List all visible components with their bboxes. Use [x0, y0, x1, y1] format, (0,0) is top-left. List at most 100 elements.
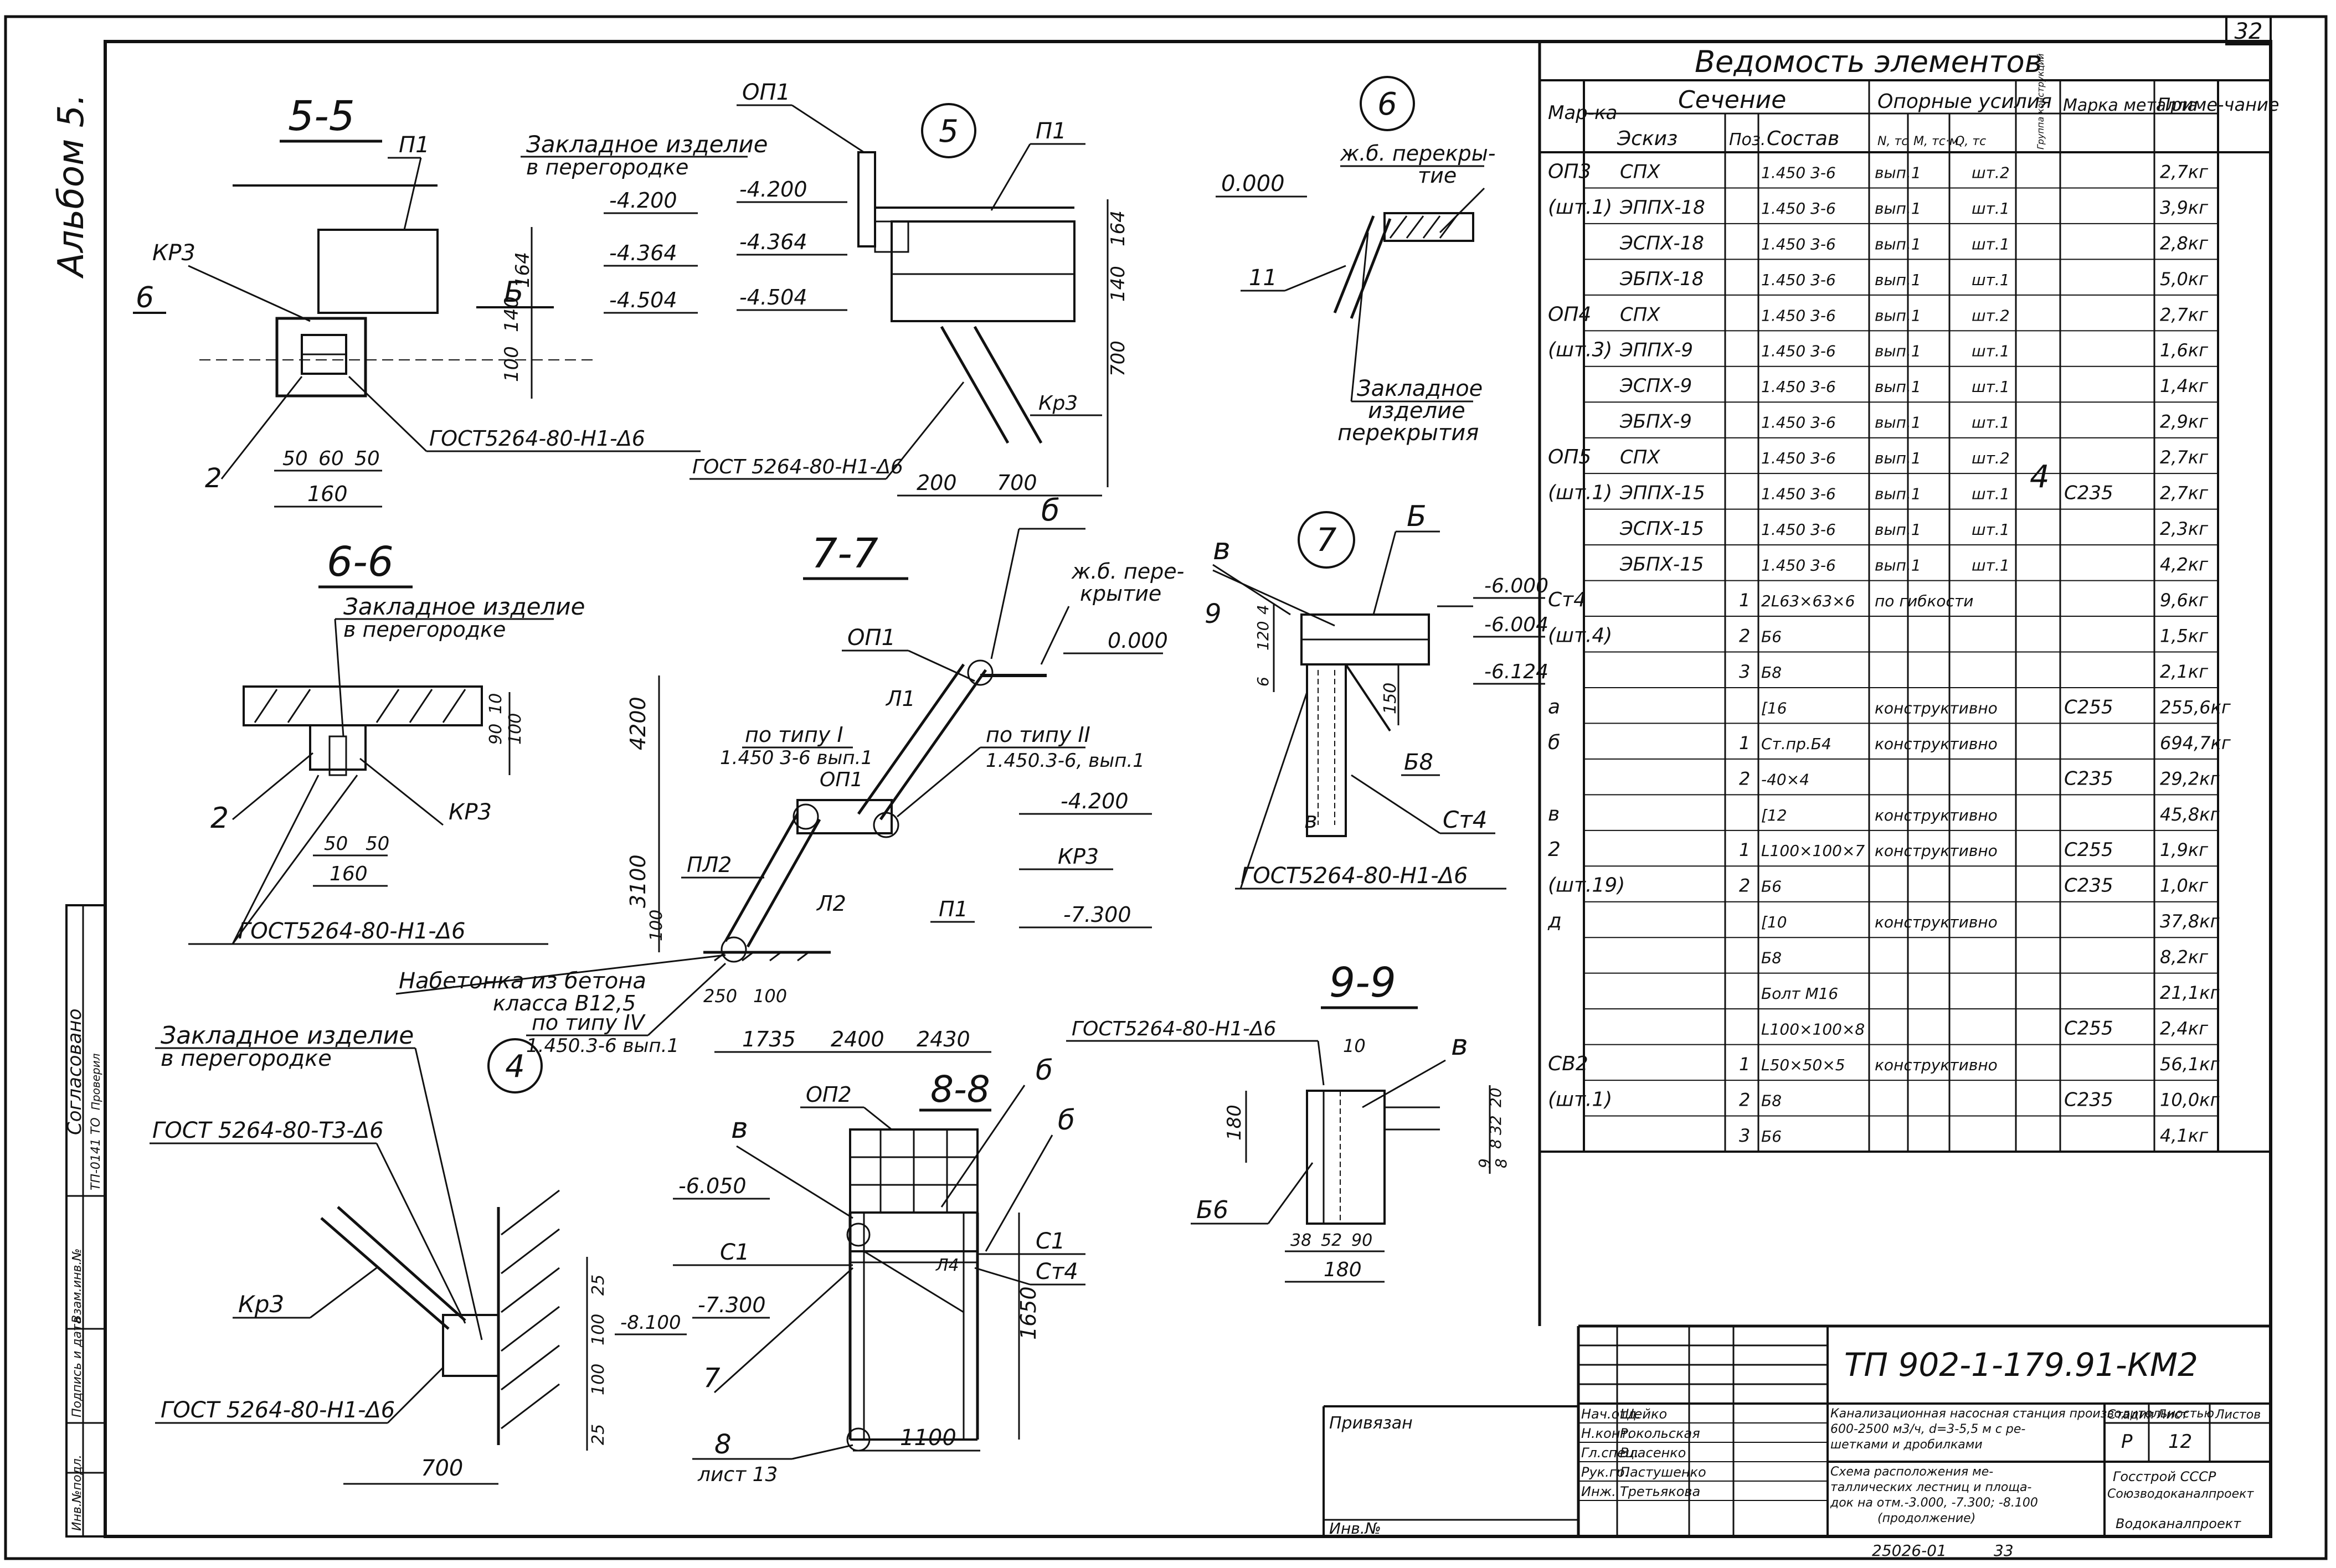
- vedomost-cell-steel: С235: [2064, 767, 2113, 790]
- vedomost-cell-note: 2,7кг: [2160, 161, 2208, 182]
- vedomost-cell-sostav: Б6: [1761, 1127, 1782, 1146]
- vedomost-cell-sostav: 1.450 3-6: [1761, 414, 1836, 432]
- s99-dim-180b: 180: [1324, 1258, 1362, 1281]
- s99-dim-180: 180: [1223, 1105, 1246, 1141]
- vedomost-cell-ref: вып.1: [1875, 199, 1921, 218]
- vedomost-cell-ref: конструктивно: [1875, 842, 1998, 860]
- vedomost-cell-sketch: ЭБПХ-9: [1619, 411, 1692, 433]
- s77-dim-3100: 3100: [626, 854, 650, 908]
- s77-type1b: 1.450 3-6 вып.1: [720, 747, 873, 769]
- vedomost-cell-mark: (шт.4): [1548, 624, 1612, 647]
- vedomost-h-q: Q, тс: [1955, 135, 1986, 148]
- s77-type4: по типу IV: [532, 1010, 646, 1035]
- vedomost-h-section: Сечение: [1678, 86, 1786, 114]
- s66-krz: КР3: [449, 800, 492, 825]
- s66-embedded: Закладное изделие: [343, 593, 585, 620]
- vedomost-cell-pos: 2: [1739, 875, 1750, 896]
- vedomost-cell-mark: Ст4: [1548, 589, 1586, 611]
- s66-embedded2: в перегородке: [343, 617, 506, 642]
- vedomost-cell-qty: шт.1: [1972, 520, 2010, 539]
- vedomost-cell-note: 4,2кг: [2160, 554, 2208, 575]
- n7-b: в: [1213, 532, 1231, 566]
- s66-weld: ГОСТ5264-80-Н1-Δ6: [238, 919, 465, 944]
- vedomost-cell-mark: ОП3: [1548, 160, 1591, 183]
- section-7-7-title: 7-7: [811, 530, 878, 577]
- vedomost-cell-sketch: СПХ: [1620, 303, 1660, 326]
- vedomost-cell-sostav: 1.450 3-6: [1761, 235, 1836, 253]
- stamp-sheets-h: Листов: [2215, 1408, 2261, 1422]
- s55-embedded2: в перегородке: [526, 155, 688, 179]
- vedomost-cell-note: 4,1кг: [2160, 1125, 2208, 1146]
- s99-b6: Б6: [1196, 1196, 1228, 1224]
- n4-embedded2: в перегородке: [161, 1046, 332, 1071]
- s77-dim-2400: 2400: [831, 1027, 884, 1051]
- n7-d: 9: [1205, 599, 1222, 630]
- n4-embedded: Закладное изделие: [161, 1022, 414, 1050]
- vedomost-cell-mark: а: [1548, 695, 1560, 718]
- vedomost-cell-ref: конструктивно: [1875, 913, 1998, 931]
- page-number-box: [2225, 16, 2272, 45]
- vedomost-cell-note: 2,3кг: [2160, 518, 2208, 539]
- s77-concrete: Набетонка из бетона: [399, 968, 646, 994]
- s88-c1b: С1: [1036, 1229, 1065, 1254]
- vedomost-cell-pos: 1: [1739, 733, 1750, 754]
- vedomost-cell-sostav: [12: [1761, 806, 1787, 824]
- vedomost-h-sostav: Состав: [1767, 127, 1839, 150]
- n6-label-11: 11: [1249, 265, 1277, 291]
- s77-dim-1735: 1735: [742, 1027, 796, 1051]
- stamp-org2: Союзводоканалпроект: [2107, 1487, 2254, 1501]
- vedomost-cell-note: 2,1кг: [2160, 661, 2208, 682]
- s77-dim-2430: 2430: [917, 1027, 970, 1051]
- vedomost-cell-qty: шт.1: [1972, 199, 2010, 218]
- side-col2: Подпись и дата: [70, 1317, 84, 1417]
- vedomost-cell-sostav: [10: [1761, 913, 1787, 931]
- stamp-org: Госстрой СССР: [2113, 1469, 2216, 1484]
- vedomost-cell-qty: шт.2: [1972, 306, 2010, 324]
- vedomost-title: Ведомость элементов: [1695, 44, 2042, 79]
- vedomost-cell-pos: 1: [1739, 1054, 1750, 1075]
- s99-dim-52: 52: [1321, 1231, 1342, 1250]
- n7-b8: Б8: [1404, 750, 1433, 775]
- vedomost-cell-sostav: Ст.пр.Б4: [1761, 735, 1831, 753]
- footer-page: 33: [1994, 1541, 2014, 1560]
- n4-dim-700: 700: [421, 1456, 463, 1481]
- n5-dim-700: 700: [1107, 341, 1129, 376]
- vedomost-cell-sketch: ЭППХ-18: [1619, 197, 1705, 219]
- vedomost-cell-note: 5,0кг: [2160, 269, 2208, 290]
- vedomost-cell-ref: вып.1: [1875, 306, 1921, 324]
- s88-lvl2: -7.300: [698, 1293, 766, 1317]
- vedomost-h-note: Приме-чание: [2157, 94, 2279, 115]
- node-7: 7 Б в 9 -6.000 -6.004 -6.124 4 120 6 150…: [1205, 500, 1548, 890]
- vedomost-cell-pos: 2: [1739, 768, 1750, 789]
- n5-lvl1: -4.200: [739, 177, 807, 202]
- s55-krz: КР3: [152, 240, 195, 266]
- vedomost-cell-note: 2,4кг: [2160, 1018, 2208, 1039]
- vedomost-h-group: Группа конструкций: [2035, 54, 2046, 149]
- s55-label-2: 2: [205, 463, 222, 494]
- n4-dim-100b: 100: [589, 1364, 608, 1395]
- vedomost-cell-qty: шт.2: [1972, 163, 2010, 182]
- stamp-sheet: 12: [2168, 1431, 2192, 1453]
- side-stamp: Согласовано ТП-0141 ТО Проверил Взам.инв…: [64, 904, 106, 1538]
- vedomost-cell-note: 3,9кг: [2160, 197, 2208, 218]
- n5-weld: ГОСТ 5264-80-Н1-Δ6: [692, 456, 903, 478]
- s55-mark-b: Б: [504, 276, 524, 309]
- vedomost-cell-sketch: ЭППХ-15: [1619, 482, 1705, 504]
- s77-slab2: крытие: [1080, 581, 1161, 606]
- vedomost-cell-steel: С235: [2064, 1089, 2113, 1111]
- vedomost-cell-sostav: 1.450 3-6: [1761, 378, 1836, 396]
- side-row1b: Проверил: [89, 1053, 102, 1110]
- vedomost-cell-mark: (шт.3): [1548, 339, 1612, 362]
- vedomost-cell-note: 2,7кг: [2160, 447, 2208, 468]
- s66-dim-90: 90: [486, 724, 506, 745]
- stamp-name-2: Власенко: [1620, 1445, 1686, 1461]
- vedomost-cell-ref: вып.1: [1875, 414, 1921, 432]
- vedomost-cell-sostav: -40×4: [1761, 770, 1809, 788]
- vedomost-cell-sostav: 1.450 3-6: [1761, 271, 1836, 289]
- n7-lvl3: -6.124: [1484, 661, 1548, 683]
- vedomost-cell-note: 1,6кг: [2160, 340, 2208, 361]
- vedomost-h-m: M, тс·м: [1913, 135, 1958, 148]
- s55-mark6: 6: [136, 281, 154, 314]
- vedomost-cell-ref: вып.1: [1875, 163, 1921, 182]
- vedomost-cell-sostav: L100×100×8: [1761, 1020, 1865, 1039]
